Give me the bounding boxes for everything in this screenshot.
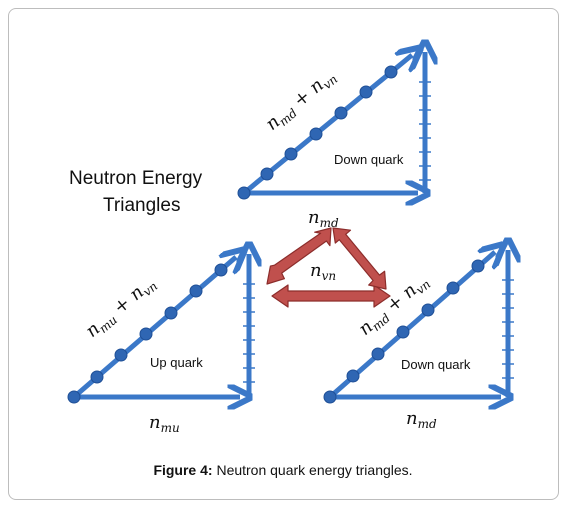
figure-caption: Figure 4: Neutron quark energy triangles… [0,462,566,478]
right-hypotenuse-label: nmd + nvn [355,270,434,341]
center-label: nvn [310,260,336,283]
right-base-label: nmd [406,408,437,431]
figure-frame [8,8,559,500]
right-inner-label: Down quark [401,357,471,372]
red-arrow-left-diagonal [266,227,332,285]
diagram-title-line2: Triangles [103,195,181,216]
top-inner-label: Down quark [334,152,404,167]
right-vertical-ticks [502,279,514,379]
triangle-top [237,52,431,200]
top-base-label: nmd [308,207,339,230]
left-hypotenuse-dots [67,263,228,404]
left-inner-label: Up quark [150,355,203,370]
triangle-left [67,254,255,404]
triangle-right [323,250,514,404]
left-base-label: nmu [149,412,180,435]
diagram-title-line1: Neutron Energy [69,168,203,189]
top-hypotenuse-dots [237,65,398,200]
caption-text: Neutron quark energy triangles. [212,462,413,478]
caption-label: Figure 4: [153,462,213,478]
red-arrow-right-diagonal [332,227,387,290]
red-arrow-triangle [266,227,391,308]
left-vertical-ticks [243,283,255,383]
right-hypotenuse-dots [323,259,485,404]
top-vertical-ticks [419,81,431,181]
red-arrow-horizontal [271,284,391,308]
